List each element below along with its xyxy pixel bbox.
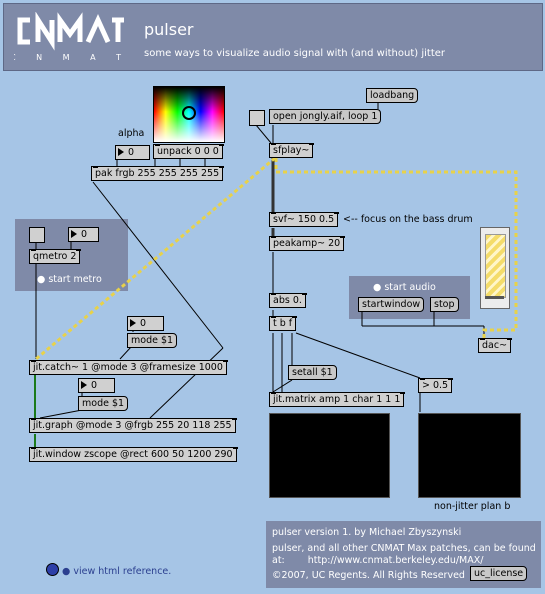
jit-catch-object[interactable]: jit.catch~ 1 @mode 3 @framesize 1000 — [29, 360, 228, 375]
start-audio-label: ● start audio — [373, 282, 436, 293]
alpha-number-box[interactable]: 0 — [115, 145, 150, 160]
startwindow-button[interactable]: startwindow — [358, 297, 425, 312]
greater-than-object[interactable]: > 0.5 — [418, 378, 454, 393]
pak-object[interactable]: pak frgb 255 255 255 255 — [91, 166, 225, 181]
abs-object[interactable]: abs 0. — [269, 293, 307, 308]
stop-button[interactable]: stop — [430, 297, 459, 312]
jit-graph-object[interactable]: jit.graph @mode 3 @frgb 255 20 118 255 — [29, 418, 237, 433]
alpha-label: alpha — [118, 128, 145, 139]
metro-number-box[interactable]: 0 — [68, 227, 99, 242]
mode-number-box-2[interactable]: 0 — [78, 378, 115, 393]
meter-handle — [485, 296, 504, 299]
jit-matrix-object[interactable]: jit.matrix amp 1 char 1 1 1 — [269, 392, 406, 407]
jit-window-object[interactable]: jit.window zscope @rect 600 50 1200 290 — [29, 447, 238, 462]
page-subtitle: some ways to visualize audio signal with… — [144, 48, 446, 59]
footer-line-4: ©2007, UC Regents. All Rights Reserved — [272, 570, 465, 581]
uc-license-button[interactable]: uc_license — [470, 566, 528, 581]
swatch-cursor-icon — [182, 106, 196, 120]
sfplay-object[interactable]: sfplay~ — [269, 143, 315, 158]
svf-object[interactable]: svf~ 150 0.5 — [269, 212, 340, 227]
svg-text:C N M A T: C N M A T — [14, 53, 126, 62]
open-bang-button[interactable] — [249, 110, 265, 126]
loadbang-object[interactable]: loadbang — [366, 88, 419, 103]
footer-line-3: at: http://www.cnmat.berkeley.edu/MAX/ — [272, 555, 484, 566]
start-metro-label: ● start metro — [37, 274, 102, 285]
credits-footer: pulser version 1. by Michael Zbyszynski … — [266, 521, 541, 588]
cnmat-logo-icon: C N M A T — [14, 12, 126, 62]
header-banner: C N M A T pulser some ways to visualize … — [3, 3, 543, 71]
mode-message-1[interactable]: mode $1 — [127, 333, 178, 348]
level-meter[interactable] — [480, 227, 510, 309]
non-jitter-display — [418, 413, 521, 498]
help-reference-icon — [46, 563, 59, 576]
mode-message-2[interactable]: mode $1 — [78, 396, 129, 411]
help-link[interactable]: ● view html reference. — [46, 563, 171, 577]
mode-number-box-1[interactable]: 0 — [127, 316, 164, 331]
pwindow-display — [269, 413, 390, 498]
meter-fill — [485, 234, 506, 298]
peakamp-object[interactable]: peakamp~ 20 — [269, 236, 346, 251]
non-jitter-label: non-jitter plan b — [434, 501, 511, 512]
metro-toggle[interactable] — [29, 227, 45, 243]
page-title: pulser — [144, 20, 194, 39]
focus-comment: <-- focus on the bass drum — [343, 214, 473, 225]
open-file-message[interactable]: open jongly.aif, loop 1 — [269, 109, 382, 124]
setall-message[interactable]: setall $1 — [288, 365, 337, 380]
trigger-object[interactable]: t b f — [269, 316, 298, 331]
footer-line-1: pulser version 1. by Michael Zbyszynski — [272, 527, 462, 538]
dac-object[interactable]: dac~ — [478, 338, 513, 353]
cnmat-url-link[interactable]: http://www.cnmat.berkeley.edu/MAX/ — [307, 555, 484, 566]
color-swatch-picker[interactable] — [153, 86, 225, 143]
qmetro-object[interactable]: qmetro 2 — [29, 249, 82, 264]
footer-line-2: pulser, and all other CNMAT Max patches,… — [272, 543, 536, 554]
unpack-object[interactable]: unpack 0 0 0 — [153, 144, 224, 159]
